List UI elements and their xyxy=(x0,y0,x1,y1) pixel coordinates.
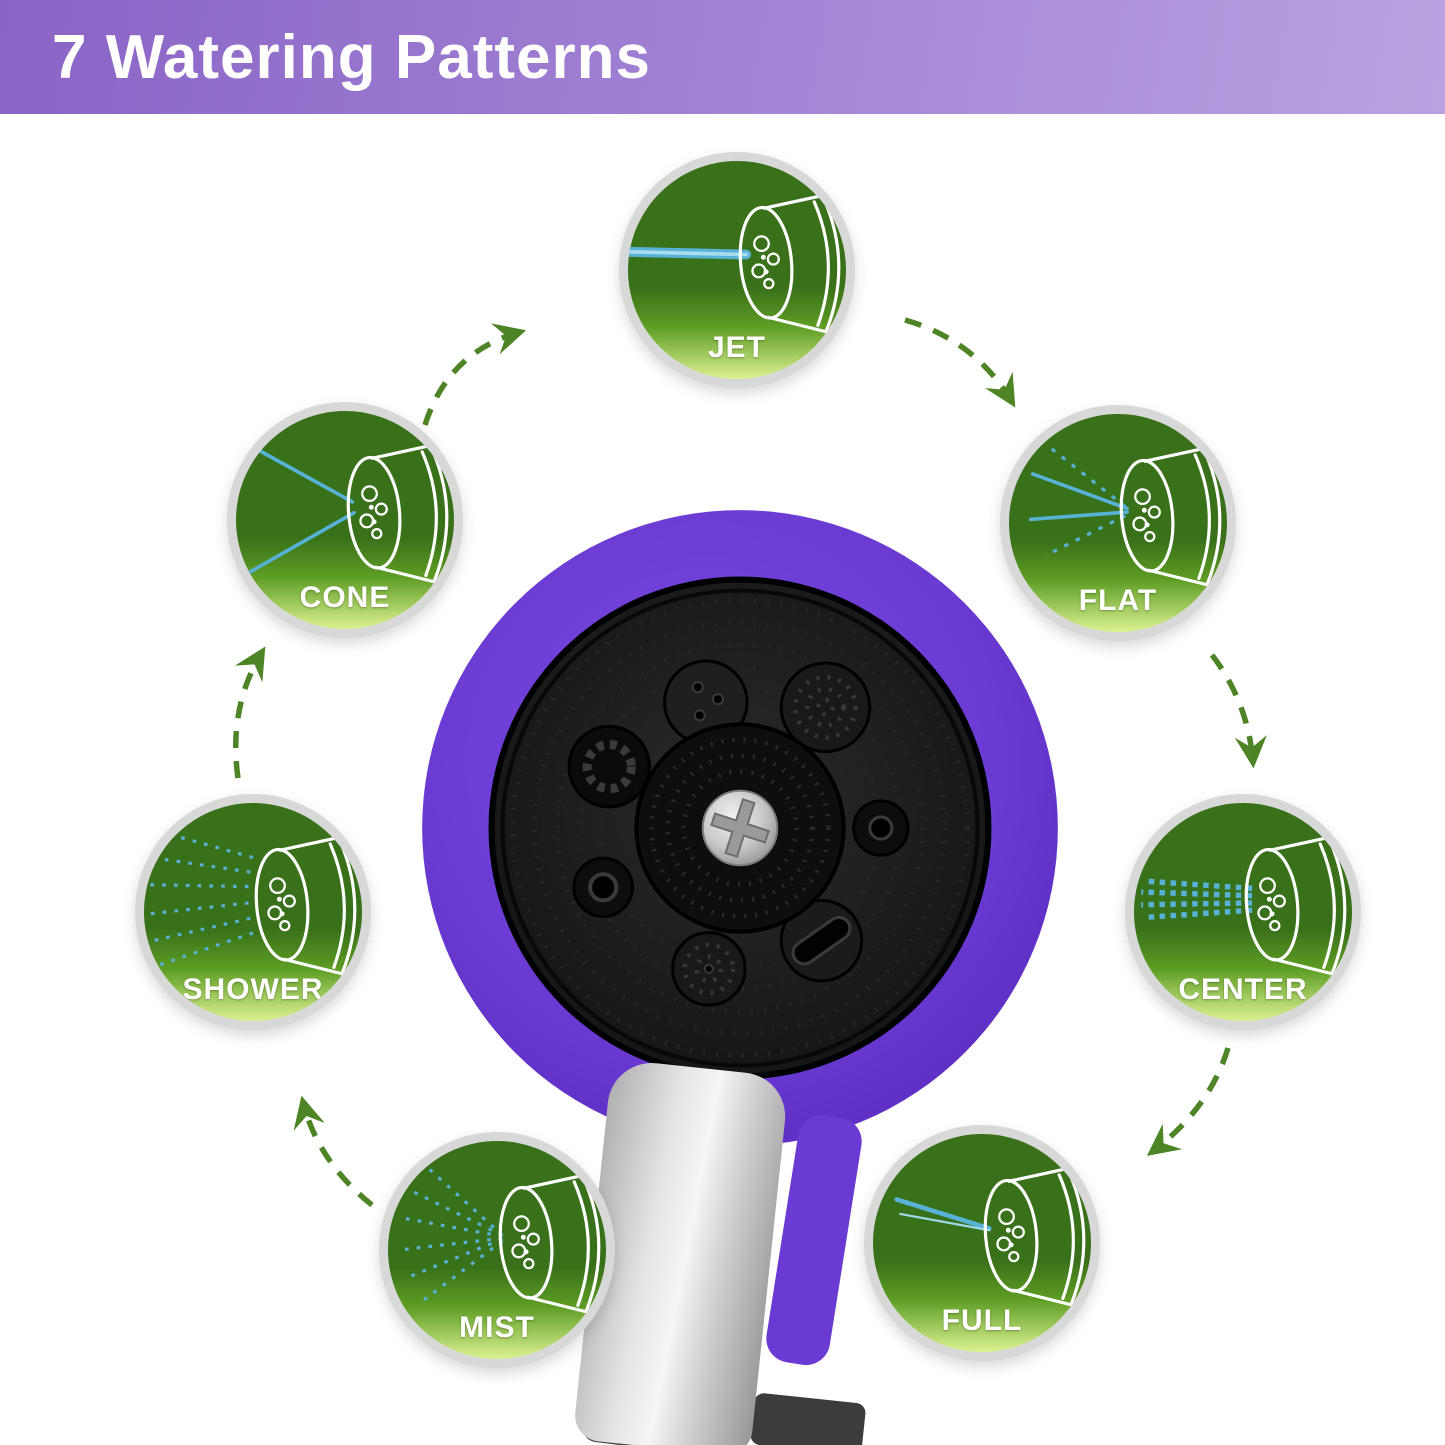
pattern-badge-shower: SHOWER xyxy=(135,794,371,1030)
full-illustration: FULL xyxy=(873,1134,1091,1352)
flat-illustration: FLAT xyxy=(1009,414,1227,632)
shower-illustration: SHOWER xyxy=(144,803,362,1021)
title-banner: 7 Watering Patterns xyxy=(0,0,1445,114)
flow-arrow xyxy=(1209,653,1267,769)
pattern-badge-center: CENTER xyxy=(1125,794,1361,1030)
center-illustration: CENTER xyxy=(1134,803,1352,1021)
pattern-badge-cone: CONE xyxy=(227,402,463,638)
center-spray-icon xyxy=(1141,835,1347,976)
flow-arrow xyxy=(233,646,266,779)
flat-nozzle xyxy=(779,898,864,983)
pattern-badge-mist: MIST xyxy=(379,1132,615,1368)
gear-nozzle xyxy=(567,724,651,809)
handle-bottom-cap xyxy=(749,1392,867,1445)
shower-nozzle xyxy=(779,661,872,754)
full-spray-icon xyxy=(894,1166,1086,1307)
jet-spray-icon xyxy=(628,193,841,334)
pattern-label: CENTER xyxy=(1178,973,1308,1006)
nozzle-head-image xyxy=(422,510,1058,1146)
center-screw xyxy=(634,722,846,934)
flow-arrow xyxy=(904,317,1016,408)
flow-arrow xyxy=(1146,1047,1231,1156)
mist-spray-icon xyxy=(398,1163,601,1314)
pattern-badge-jet: JET xyxy=(619,152,855,388)
pattern-badge-flat: FLAT xyxy=(1000,405,1236,641)
mist-nozzle xyxy=(671,931,747,1007)
center-nozzle xyxy=(852,799,910,857)
cone-nozzle xyxy=(572,856,634,919)
shower-spray-icon xyxy=(149,828,357,976)
pattern-label: FLAT xyxy=(1078,584,1158,617)
pattern-label: SHOWER xyxy=(182,973,324,1006)
pattern-label: MIST xyxy=(459,1311,535,1344)
pattern-label: FULL xyxy=(941,1304,1023,1337)
jet-illustration: JET xyxy=(628,161,846,379)
cone-illustration: CONE xyxy=(236,411,454,629)
mist-illustration: MIST xyxy=(388,1141,606,1359)
pattern-badge-full: FULL xyxy=(864,1125,1100,1361)
pattern-label: CONE xyxy=(299,581,391,614)
cone-spray-icon xyxy=(245,441,449,584)
page-title: 7 Watering Patterns xyxy=(52,22,651,92)
flat-spray-icon xyxy=(1028,445,1222,587)
flow-arrow xyxy=(293,1095,374,1208)
pattern-label: JET xyxy=(707,331,767,364)
